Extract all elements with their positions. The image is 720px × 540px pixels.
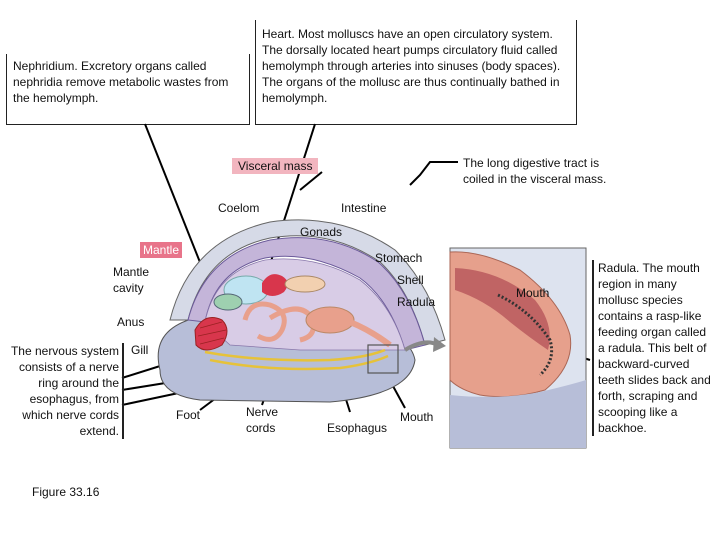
- visceral-mass-label: Visceral mass: [232, 158, 319, 174]
- inset-radula-teeth: [497, 293, 554, 377]
- digestive-callout: The long digestive tract is coiled in th…: [463, 156, 607, 186]
- mantle: [187, 237, 426, 351]
- mantle-cavity-label: Mantle cavity: [113, 265, 150, 295]
- radula-callout: Radula. The mouth region in many mollusc…: [592, 260, 716, 436]
- shell: [169, 219, 446, 346]
- nephridium: [213, 293, 243, 311]
- shell-label: Shell: [397, 273, 424, 287]
- radula-label: Radula: [397, 295, 436, 309]
- heart-callout: Heart. Most molluscs have an open circul…: [255, 20, 577, 125]
- coelom-label: Coelom: [218, 201, 260, 215]
- mantle-label: Mantle: [140, 242, 183, 258]
- mouth-label: Mouth: [400, 410, 434, 424]
- nephridium-callout: Nephridium. Excretory organs called neph…: [6, 54, 250, 125]
- inset-body: [450, 380, 586, 448]
- anus-label: Anus: [117, 315, 145, 329]
- gonads-label: Gonads: [300, 225, 343, 239]
- heart: [262, 274, 288, 296]
- intestine-label: Intestine: [341, 201, 387, 215]
- nervous-system-callout: The nervous system consists of a nerve r…: [6, 343, 124, 439]
- esophagus: [348, 319, 392, 348]
- stomach: [305, 306, 355, 334]
- foot-label: Foot: [176, 408, 201, 422]
- nephridium-text: Nephridium. Excretory organs called neph…: [13, 59, 229, 105]
- esophagus-label: Esophagus: [327, 421, 388, 435]
- stomach-label: Stomach: [375, 251, 423, 265]
- visceral-mass-leader: [299, 171, 323, 191]
- gill: [194, 317, 228, 351]
- inset-mouth-label: Mouth: [516, 286, 550, 300]
- gonads: [284, 275, 326, 293]
- heart-text: Heart. Most molluscs have an open circul…: [262, 27, 561, 105]
- digestive-leader: [409, 161, 458, 186]
- radula-inset-marker: [367, 344, 399, 374]
- inset-mouth-cavity: [455, 268, 550, 350]
- figure-label: Figure 33.16: [32, 485, 100, 499]
- nerve-cords-label: Nerve cords: [246, 405, 279, 435]
- gill-label: Gill: [131, 343, 149, 357]
